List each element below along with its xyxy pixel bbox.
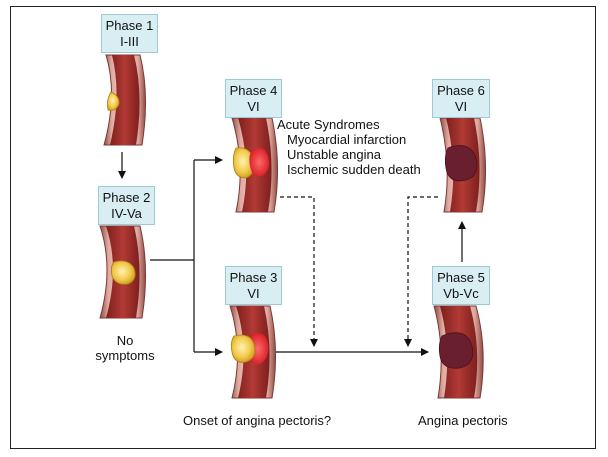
acute-syndromes-text: Acute Syndromes Myocardial infarction Un… xyxy=(277,117,421,177)
fibrotic-plaque-phase5 xyxy=(439,333,472,369)
phase4-label-box: Phase 4 VI xyxy=(225,79,282,118)
phase2-lesion: IV-Va xyxy=(99,206,154,222)
phase1-label-box: Phase 1 I-III xyxy=(101,14,158,53)
vessel-phase2 xyxy=(100,226,146,318)
dashed-arrow-phase4-down xyxy=(280,197,314,346)
acute-item-unstable-angina: Unstable angina xyxy=(277,147,421,162)
phase5-name: Phase 5 xyxy=(433,270,489,286)
phase6-label-box: Phase 6 VI xyxy=(432,79,490,118)
acute-item-ischemic-sudden-death: Ischemic sudden death xyxy=(277,162,421,177)
acute-syndromes-title: Acute Syndromes xyxy=(277,117,421,132)
no-symptoms-line1: No xyxy=(100,333,150,348)
phase6-name: Phase 6 xyxy=(433,83,489,99)
phase6-lesion: VI xyxy=(433,99,489,115)
phase5-label-box: Phase 5 Vb-Vc xyxy=(432,266,490,305)
phase1-lesion: I-III xyxy=(102,34,157,50)
phase2-name: Phase 2 xyxy=(99,190,154,206)
angina-pectoris-caption: Angina pectoris xyxy=(418,413,508,428)
vessel-phase4 xyxy=(232,118,278,212)
phase2-label-box: Phase 2 IV-Va xyxy=(98,186,155,225)
vessel-phase5 xyxy=(434,306,483,398)
phase1-name: Phase 1 xyxy=(102,18,157,34)
phase4-name: Phase 4 xyxy=(226,83,281,99)
flow-arrows xyxy=(122,152,462,352)
vessel-phase6 xyxy=(440,118,486,212)
onset-angina-caption: Onset of angina pectoris? xyxy=(183,413,331,428)
no-symptoms-caption: No symptoms xyxy=(100,333,150,363)
phase5-lesion: Vb-Vc xyxy=(433,286,489,302)
vessel-phase3 xyxy=(230,306,276,398)
phase4-lesion: VI xyxy=(226,99,281,115)
thrombus-phase4 xyxy=(249,148,269,176)
fibrotic-plaque-phase6 xyxy=(445,146,477,181)
phase3-name: Phase 3 xyxy=(226,270,281,286)
vessel-phase1 xyxy=(104,55,146,145)
lipid-plaque-phase3 xyxy=(231,335,255,362)
acute-item-myocardial-infarction: Myocardial infarction xyxy=(277,132,421,147)
lipid-plaque-phase2 xyxy=(111,261,135,284)
phase3-label-box: Phase 3 VI xyxy=(225,266,282,305)
no-symptoms-line2: symptoms xyxy=(92,348,158,363)
phase3-lesion: VI xyxy=(226,286,281,302)
